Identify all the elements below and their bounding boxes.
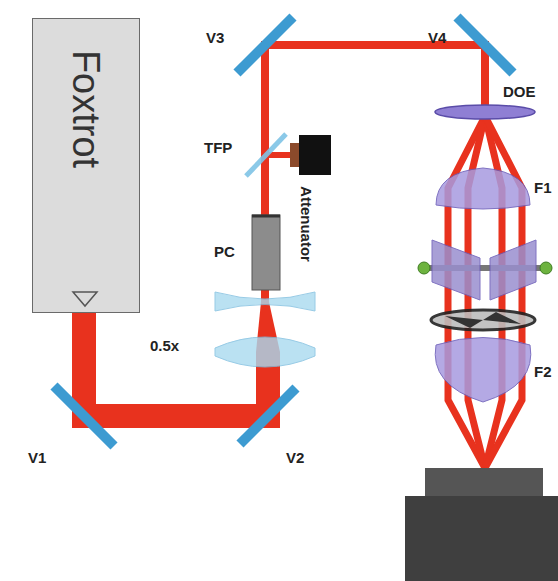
beam-dump	[299, 135, 331, 175]
pockels-cell-edge	[252, 215, 280, 218]
part-label: V3	[206, 30, 224, 47]
lens	[215, 337, 315, 367]
pockels-cell	[252, 215, 280, 290]
galvo-knob	[418, 262, 430, 274]
galvo-mirror	[432, 240, 480, 300]
aperture-symbol	[73, 292, 97, 306]
galvo-knob	[540, 262, 552, 274]
part-label: F2	[534, 364, 552, 381]
attenuator-front	[290, 143, 299, 167]
part-label: V2	[286, 450, 304, 467]
mirror	[457, 17, 513, 73]
diffractive-element	[435, 105, 535, 119]
aperture-symbol	[70, 289, 100, 309]
workpiece	[425, 468, 543, 496]
part-label: DOE	[503, 84, 536, 101]
lens	[435, 338, 531, 403]
mirror	[54, 386, 114, 446]
chopper-blade	[445, 312, 521, 328]
part-label: 0.5x	[150, 338, 179, 355]
mirror	[237, 17, 293, 73]
lens	[215, 292, 315, 311]
stage-base	[405, 496, 558, 581]
mirror	[240, 388, 296, 444]
polarizer-plate	[246, 134, 286, 176]
part-label: PC	[214, 244, 235, 261]
lens	[436, 168, 530, 209]
part-label: V1	[28, 450, 46, 467]
part-label: Attenuator	[298, 186, 315, 262]
chopper-wheel	[431, 310, 535, 330]
laser-box: Foxtrot	[32, 18, 140, 313]
part-label: TFP	[204, 140, 232, 157]
part-label: F1	[534, 180, 552, 197]
galvo-mirror	[490, 240, 536, 300]
laser-name: Foxtrot	[67, 50, 105, 168]
part-label: V4	[428, 30, 446, 47]
